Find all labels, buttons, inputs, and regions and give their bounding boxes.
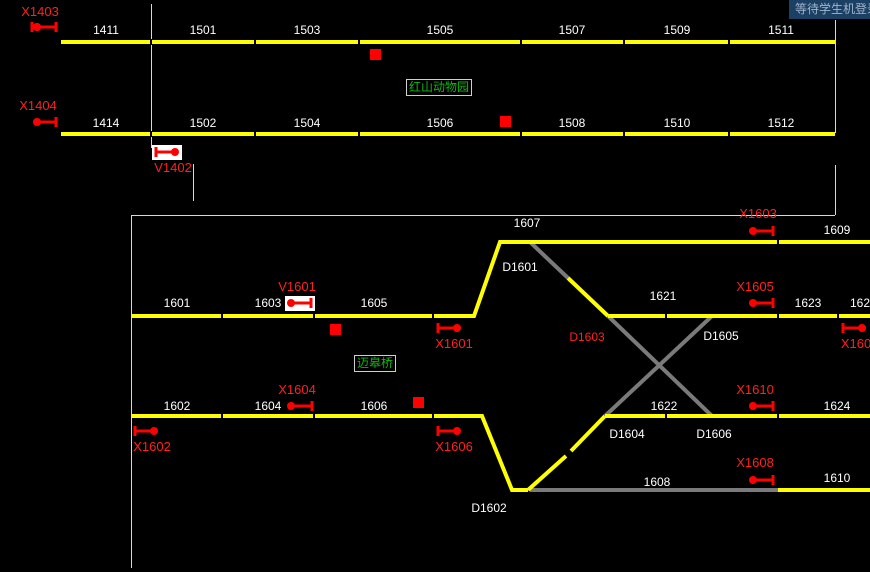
signal-lamp-icon[interactable] [133, 426, 158, 436]
track-1602-1606[interactable] [131, 414, 528, 492]
red-square-marker-icon [330, 324, 341, 335]
signal-label: X1610 [736, 382, 774, 397]
track-label: 1621 [650, 289, 677, 303]
signal-lamp-icon[interactable] [841, 323, 866, 333]
signal-label: X1603 [739, 206, 777, 221]
track-label: 162 [850, 296, 870, 310]
track-label: 1607 [514, 216, 541, 230]
signal-label: X160 [841, 336, 870, 351]
track-label: 1601 [164, 296, 191, 310]
switch-label[interactable]: D1603 [569, 330, 605, 344]
track-label: 1512 [768, 116, 795, 130]
signal-lamp-icon[interactable] [287, 401, 314, 411]
status-box: 等待学生机登录 [789, 0, 870, 19]
signal-label: X1605 [736, 279, 774, 294]
switch-label[interactable]: D1602 [471, 501, 507, 515]
track-label: 1511 [768, 23, 794, 37]
signal-label: X1602 [133, 439, 171, 454]
track-label: 1505 [427, 23, 454, 37]
signal-lamp-icon[interactable] [287, 298, 313, 308]
red-square-marker-icon [370, 49, 381, 60]
signal-lamp-icon[interactable] [749, 475, 775, 485]
track-label: 1623 [795, 296, 822, 310]
switch-label[interactable]: D1605 [703, 329, 739, 343]
signal-label: X1404 [19, 98, 57, 113]
track-label: 1605 [361, 296, 388, 310]
station-label-lower: 迈皋桥 [354, 355, 397, 372]
track-label: 1507 [559, 23, 586, 37]
red-square-marker-icon [413, 397, 424, 408]
signal-label: V1402 [154, 160, 192, 175]
track-label: 1504 [294, 116, 321, 130]
track-label: 1609 [824, 223, 851, 237]
track-label: 1414 [93, 116, 120, 130]
signal-lamp-icon[interactable] [749, 298, 775, 308]
track-d1604[interactable] [526, 454, 568, 492]
switch-label[interactable]: D1604 [609, 427, 645, 441]
signal-lamp-icon[interactable] [436, 426, 461, 436]
signal-label: X1403 [21, 4, 59, 19]
track-d1604-b[interactable] [569, 414, 607, 453]
switch-label[interactable]: D1601 [502, 260, 538, 274]
signal-lamp-icon[interactable] [749, 226, 775, 236]
signal-lamp-icon[interactable] [749, 401, 775, 411]
track-label: 1510 [664, 116, 691, 130]
signal-lamp-icon[interactable] [33, 117, 58, 127]
signal-label: X1604 [278, 382, 316, 397]
red-square-marker-icon [500, 116, 511, 127]
track-label: 1622 [651, 399, 678, 413]
station-label-upper: 红山动物园 [406, 79, 473, 96]
track-label: 1606 [361, 399, 388, 413]
signal-label: X1608 [736, 455, 774, 470]
signal-lamp-icon[interactable] [33, 22, 58, 32]
track-label: 1502 [190, 116, 217, 130]
track-label: 1608 [644, 475, 671, 489]
track-label: 1501 [190, 23, 217, 37]
track-label: 1602 [164, 399, 191, 413]
track-label: 1610 [824, 471, 851, 485]
track-label: 1508 [559, 116, 586, 130]
track-label: 1603 [255, 296, 282, 310]
signal-lamp-icon[interactable] [436, 323, 461, 333]
signal-label: X1606 [435, 439, 473, 454]
track-label: 1506 [427, 116, 454, 130]
track-label: 1624 [824, 399, 851, 413]
track-label: 1604 [255, 399, 282, 413]
track-label: 1509 [664, 23, 691, 37]
signal-label: X1601 [435, 336, 473, 351]
signal-lamp-icon[interactable] [154, 147, 179, 157]
track-crossover-a[interactable] [528, 240, 570, 280]
track-label: 1503 [294, 23, 321, 37]
switch-label[interactable]: D1606 [696, 427, 732, 441]
track-crossover-c[interactable] [603, 314, 714, 418]
track-label: 1411 [93, 23, 119, 37]
signal-label: V1601 [278, 279, 316, 294]
track-d1603[interactable] [566, 276, 610, 318]
track-1601-1607[interactable] [131, 240, 870, 318]
